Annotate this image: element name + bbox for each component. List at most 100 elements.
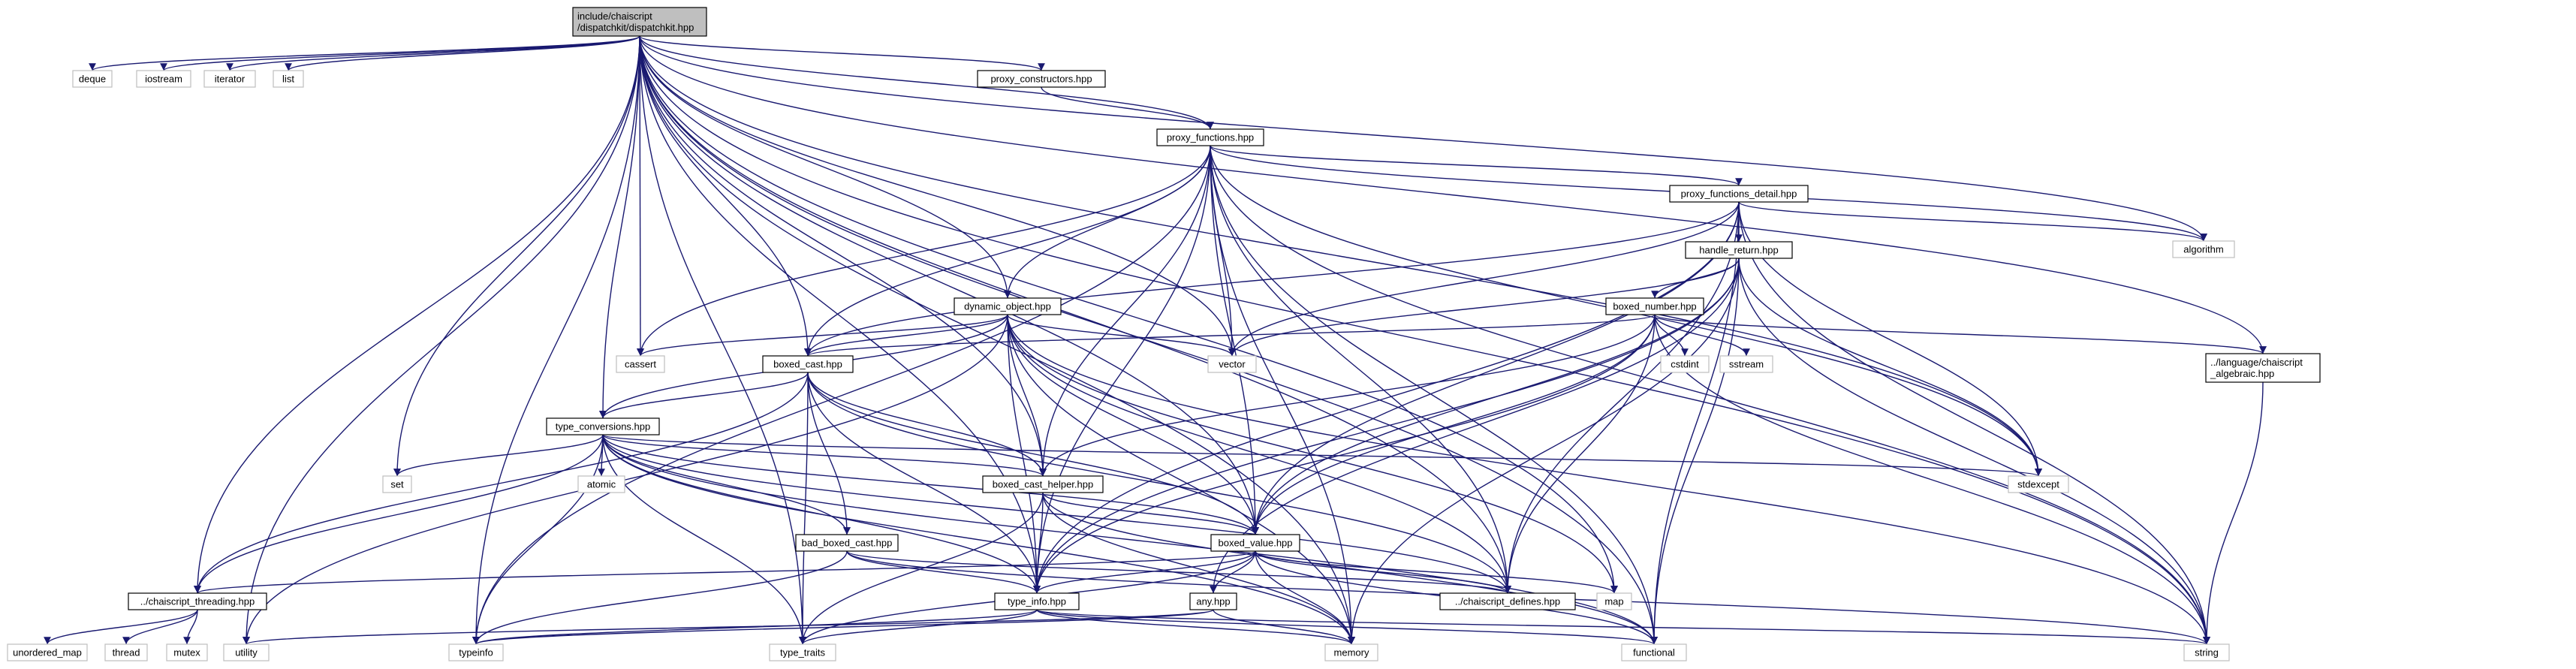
edge-threading-to-mutex <box>183 609 198 645</box>
node-root[interactable]: include/chaiscript/dispatchkit/dispatchk… <box>572 7 707 37</box>
node-boxed-number[interactable]: boxed_number.hpp <box>1605 297 1704 315</box>
node-stdexcept: stdexcept <box>2008 475 2069 493</box>
edge-type-conversions-to-type-traits <box>602 434 806 645</box>
edge-type-info-to-memory <box>1036 609 1355 645</box>
edge-bad-boxed-cast-to-type-info <box>846 550 1041 594</box>
edge-proxy-functions-detail-to-algorithm <box>1738 201 2207 242</box>
node-box <box>128 592 267 610</box>
edge-proxy-functions-to-memory <box>1210 145 1355 645</box>
node-algorithm: algorithm <box>2172 240 2235 258</box>
edge-dynamic-object-to-vector <box>1007 314 1236 357</box>
edge-boxed-number-to-boxed-value <box>1252 314 1656 535</box>
node-box <box>616 355 665 373</box>
node-boxed-value[interactable]: boxed_value.hpp <box>1210 534 1300 552</box>
edge-boxed-value-to-any <box>1210 550 1256 594</box>
node-box <box>954 297 1062 315</box>
node-box <box>572 7 707 37</box>
node-unordered-map: unordered_map <box>7 643 88 661</box>
edge-proxy-functions-to-defines <box>1210 145 1511 594</box>
edge-root-to-defines <box>639 35 1511 594</box>
edge-handle-return-to-any <box>1210 258 1740 594</box>
node-label: boxed_cast_helper.hpp <box>993 479 1093 490</box>
node-type-traits: type_traits <box>769 643 836 661</box>
node-bad-boxed-cast[interactable]: bad_boxed_cast.hpp <box>795 534 899 552</box>
file-nodes: include/chaiscript/dispatchkit/dispatchk… <box>7 7 2321 661</box>
edge-root-to-set <box>393 35 640 477</box>
edge-type-conversions-to-stdexcept <box>602 434 2042 477</box>
node-label: memory <box>1334 647 1369 658</box>
node-proxy-constructors[interactable]: proxy_constructors.hpp <box>977 70 1106 88</box>
edge-boxed-value-to-defines <box>1255 550 1511 594</box>
node-box <box>1719 355 1773 373</box>
node-any[interactable]: any.hpp <box>1189 592 1237 610</box>
node-proxy-functions[interactable]: proxy_functions.hpp <box>1156 128 1264 146</box>
edge-type-conversions-to-boxed-cast-helper <box>602 434 1047 477</box>
edge-handle-return-to-string <box>1738 258 2210 645</box>
node-label: type_traits <box>780 647 825 658</box>
node-iostream: iostream <box>136 70 191 88</box>
edge-root-to-string <box>639 35 2210 645</box>
edge-any-to-typeinfo <box>472 609 1214 645</box>
node-type-info[interactable]: type_info.hpp <box>994 592 1080 610</box>
edge-type-info-to-type-traits <box>799 609 1038 645</box>
edge-boxed-number-to-string <box>1654 314 2210 645</box>
node-label: functional <box>1633 647 1675 658</box>
node-box <box>1621 643 1687 661</box>
edge-root-to-proxy-functions <box>639 35 1214 130</box>
edge-boxed-cast-to-type-info <box>807 372 1041 594</box>
node-handle-return[interactable]: handle_return.hpp <box>1685 241 1793 259</box>
edge-type-conversions-to-typeinfo <box>472 434 604 645</box>
edge-proxy-functions-detail-to-defines <box>1504 201 1740 594</box>
node-label: handle_return.hpp <box>1699 245 1779 256</box>
node-label: ../chaiscript_defines.hpp <box>1455 596 1560 607</box>
node-string: string <box>2183 643 2230 661</box>
edge-threading-to-unordered-map <box>44 609 198 645</box>
edge-handle-return-to-functional <box>1650 258 1740 645</box>
node-utility: utility <box>223 643 270 661</box>
node-vector: vector <box>1207 355 1257 373</box>
node-label: type_conversions.hpp <box>556 421 650 432</box>
edge-proxy-functions-detail-to-string <box>1738 201 2210 645</box>
edge-dynamic-object-to-utility <box>243 314 1008 645</box>
node-label: stdexcept <box>2017 479 2059 490</box>
node-label: typeinfo <box>459 647 493 658</box>
edge-proxy-functions-to-cassert <box>637 145 1211 357</box>
node-label: boxed_value.hpp <box>1218 538 1292 549</box>
edge-threading-to-thread <box>122 609 198 645</box>
node-iterator: iterator <box>203 70 256 88</box>
edge-boxed-number-to-boxed-cast-helper <box>1039 314 1656 477</box>
edge-boxed-number-to-boxed-cast <box>804 314 1656 357</box>
edge-root-to-vector <box>639 35 1236 357</box>
edge-proxy-functions-to-typeinfo <box>472 145 1211 645</box>
node-label: algorithm <box>2183 244 2223 255</box>
node-sstream: sstream <box>1719 355 1773 373</box>
node-label: ../chaiscript_threading.hpp <box>140 596 255 607</box>
node-label: /dispatchkit/dispatchkit.hpp <box>577 22 694 33</box>
node-type-conversions[interactable]: type_conversions.hpp <box>546 417 660 435</box>
edge-boxed-cast-to-boxed-value <box>807 372 1259 535</box>
node-mutex: mutex <box>166 643 208 661</box>
edge-proxy-functions-to-proxy-functions-detail <box>1210 145 1743 186</box>
node-label: mutex <box>173 647 200 658</box>
edge-root-to-typeinfo <box>472 35 640 645</box>
node-defines[interactable]: ../chaiscript_defines.hpp <box>1439 592 1576 610</box>
node-boxed-cast-helper[interactable]: boxed_cast_helper.hpp <box>982 475 1104 493</box>
node-box <box>1210 534 1300 552</box>
node-box <box>1660 355 1710 373</box>
node-box <box>1156 128 1264 146</box>
edge-proxy-functions-detail-to-vector <box>1228 201 1740 357</box>
edge-any-to-memory <box>1213 609 1355 645</box>
node-box <box>273 70 304 88</box>
node-dynamic-object[interactable]: dynamic_object.hpp <box>954 297 1062 315</box>
edge-bad-boxed-cast-to-defines <box>846 550 1511 594</box>
node-proxy-functions-detail[interactable]: proxy_functions_detail.hpp <box>1669 185 1809 203</box>
node-label: atomic <box>587 479 616 490</box>
node-label: set <box>390 479 404 490</box>
node-boxed-cast[interactable]: boxed_cast.hpp <box>762 355 854 373</box>
node-label: ../language/chaiscript <box>2210 357 2303 368</box>
node-box <box>1596 592 1632 610</box>
node-algebraic[interactable]: ../language/chaiscript_algebraic.hpp <box>2205 353 2321 383</box>
node-typeinfo: typeinfo <box>448 643 504 661</box>
edge-boxed-value-to-memory <box>1255 550 1355 645</box>
node-threading[interactable]: ../chaiscript_threading.hpp <box>128 592 267 610</box>
